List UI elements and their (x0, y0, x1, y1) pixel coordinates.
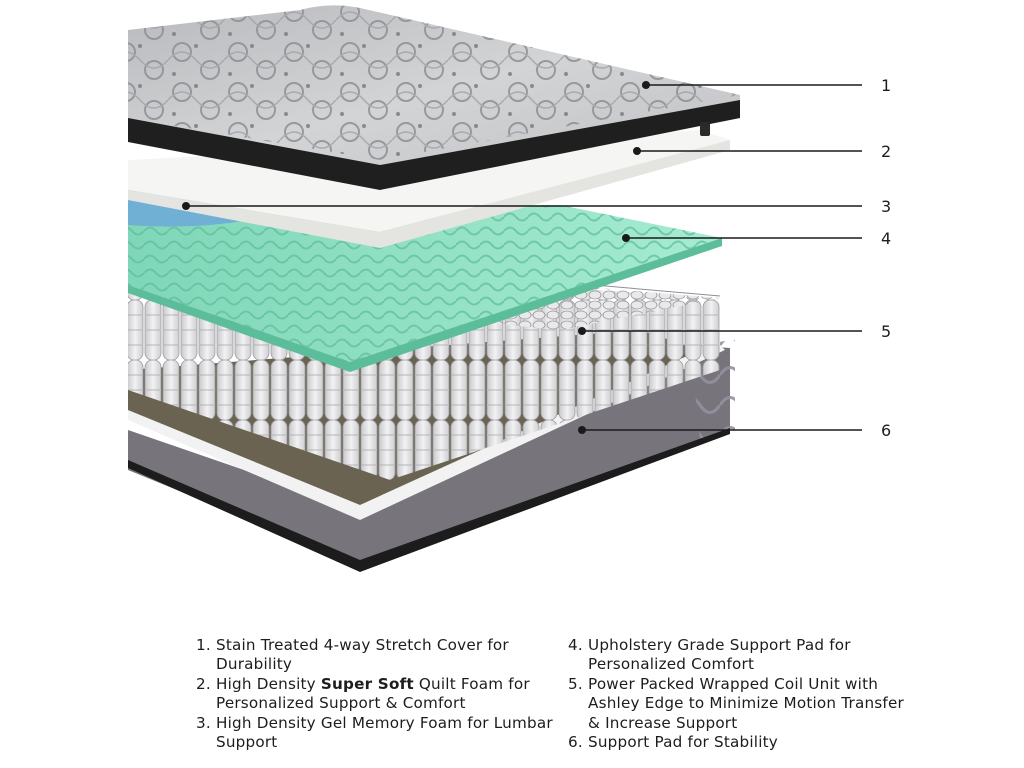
legend-text: High Density Gel Memory Foam for Lumbar … (216, 713, 553, 752)
callout-number: 4 (881, 229, 891, 248)
stretch-cover (128, 5, 740, 190)
legend-item: 4. Upholstery Grade Support Pad for Pers… (568, 636, 916, 675)
zipper-pull (700, 122, 710, 136)
legend-number: 4. (568, 636, 583, 654)
base-side-panel (128, 345, 730, 565)
legend-item: 2. High Density Super Soft Quilt Foam fo… (196, 675, 556, 714)
legend-number: 3. (196, 713, 211, 732)
base-bottom-edge (128, 428, 730, 572)
cover-border (128, 100, 740, 190)
legend-number: 5. (568, 674, 583, 693)
legend-item: 6. Support Pad for Stability (568, 733, 916, 752)
legend-text: Power Packed Wrapped Coil Unit with Ashl… (588, 674, 904, 732)
legend-text: Upholstery Grade Support Pad for Persona… (588, 636, 851, 674)
layer-legend: 1. Stain Treated 4-way Stretch Cover for… (196, 636, 916, 764)
callout-number: 2 (881, 142, 891, 161)
legend-number: 2. (196, 674, 211, 693)
legend-column-right: 4. Upholstery Grade Support Pad for Pers… (568, 636, 916, 752)
legend-number: 1. (196, 636, 211, 654)
callout-number: 5 (881, 322, 891, 341)
base-foam-strip (128, 340, 725, 520)
legend-item: 5. Power Packed Wrapped Coil Unit with A… (568, 675, 916, 733)
legend-text: Support Pad for Stability (588, 733, 778, 752)
mattress-layer-diagram: 1 2 3 4 5 6 (127, 5, 891, 572)
callout-lines (186, 84, 862, 431)
egg-crate-pad (128, 205, 722, 372)
callout-number: 6 (881, 421, 891, 440)
callout-dots (182, 81, 650, 434)
callout-number: 3 (881, 197, 891, 216)
legend-column-left: 1. Stain Treated 4-way Stretch Cover for… (196, 636, 556, 752)
callout-number: 1 (881, 76, 891, 95)
legend-number: 6. (568, 733, 583, 752)
legend-item: 3. High Density Gel Memory Foam for Lumb… (196, 714, 556, 753)
legend-text: Stain Treated 4-way Stretch Cover for Du… (216, 636, 509, 674)
legend-text: High Density Super Soft Quilt Foam for P… (216, 674, 530, 713)
legend-item: 1. Stain Treated 4-way Stretch Cover for… (196, 636, 556, 675)
callout-numbers: 1 2 3 4 5 6 (881, 76, 891, 440)
